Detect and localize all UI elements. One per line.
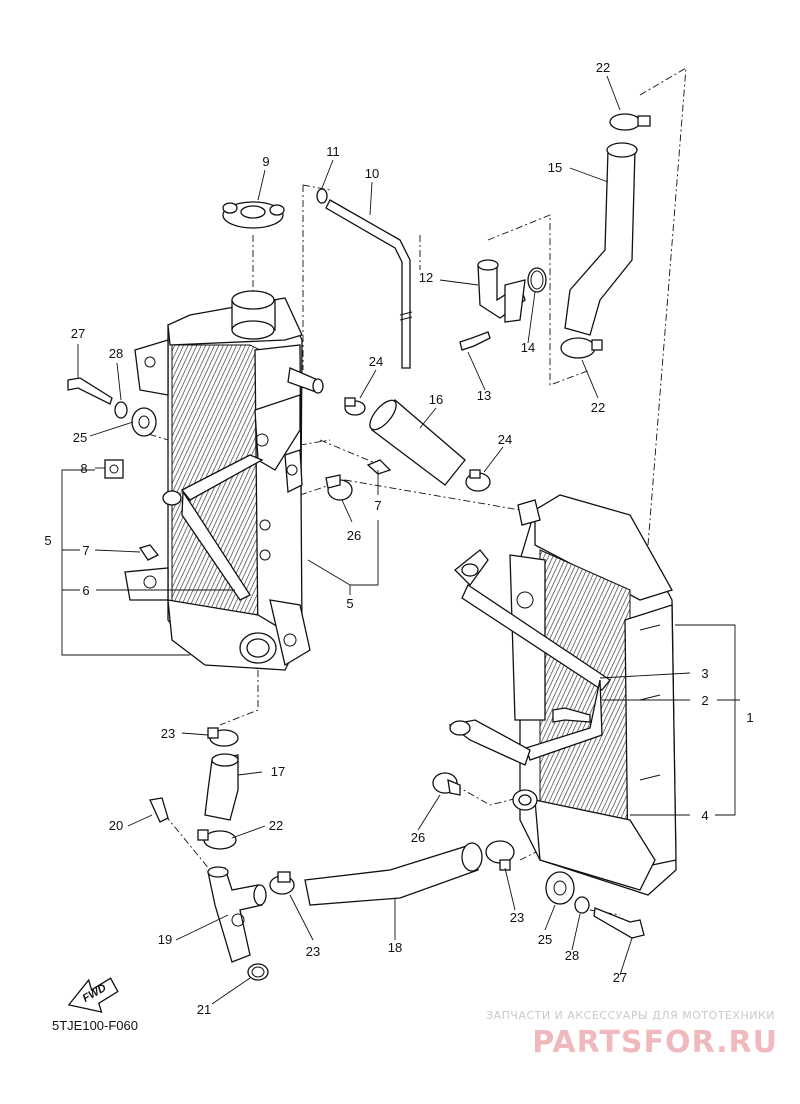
callout-17: 17	[271, 764, 285, 779]
clip-11	[316, 188, 328, 204]
diagram-code: 5TJE100-F060	[52, 1018, 138, 1033]
overflow-hose-10	[325, 199, 413, 369]
callout-7: 7	[82, 543, 89, 558]
callout-3: 3	[701, 666, 708, 681]
watermark-brand: PARTSFOR.RU	[532, 1025, 778, 1060]
bolt-2	[552, 707, 591, 723]
radiator-pipe-left	[162, 454, 264, 601]
callout-13: 13	[477, 388, 491, 403]
callout-23: 23	[161, 726, 175, 741]
callout-22: 22	[591, 400, 605, 415]
callout-1: 1	[746, 710, 753, 725]
hose-17	[204, 753, 239, 821]
callout-22: 22	[269, 818, 283, 833]
callout-26: 26	[347, 528, 361, 543]
callout-6: 6	[82, 583, 89, 598]
callout-28: 28	[109, 346, 123, 361]
callout-26: 26	[411, 830, 425, 845]
callout-21: 21	[197, 1002, 211, 1017]
callout-18: 18	[388, 940, 402, 955]
callout-25: 25	[73, 430, 87, 445]
collar-26-lower	[432, 772, 461, 796]
bolt-20	[149, 797, 169, 823]
hose-18	[304, 842, 483, 906]
pipe-19	[207, 866, 267, 963]
callout-27: 27	[71, 326, 85, 341]
hose-clamp-23-right	[485, 840, 515, 871]
callout-5: 5	[44, 533, 51, 548]
nut-8	[104, 459, 124, 479]
hose-clamp-22-top	[609, 113, 651, 131]
bolt-27-right	[593, 907, 645, 939]
callout-25: 25	[538, 932, 552, 947]
callout-27: 27	[613, 970, 627, 985]
leader-lines	[61, 75, 740, 1005]
right-radiator	[509, 494, 677, 896]
callout-19: 19	[158, 932, 172, 947]
callout-labels: 22 15 11 10 9 12 14 13 22 27 28 24 16 25…	[44, 60, 753, 1017]
bolt-27-left	[67, 377, 113, 405]
pipe-12	[477, 259, 526, 323]
o-ring-14	[527, 267, 547, 293]
grommet-25-left	[131, 407, 157, 437]
callout-7: 7	[374, 498, 381, 513]
hose-clamp-23-upper	[207, 727, 239, 747]
watermark-tagline: ЗАПЧАСТИ И АКСЕССУАРЫ ДЛЯ МОТОТЕХНИКИ	[486, 1009, 775, 1022]
callout-15: 15	[548, 160, 562, 175]
radiator-hose-15	[564, 142, 638, 336]
callout-9: 9	[262, 154, 269, 169]
hose-clamp-23-left	[269, 871, 295, 895]
callout-4: 4	[701, 808, 708, 823]
callout-23: 23	[306, 944, 320, 959]
callout-20: 20	[109, 818, 123, 833]
hose-clamp-22-low	[197, 829, 237, 850]
callout-16: 16	[429, 392, 443, 407]
hose-clamp-22-mid	[560, 337, 603, 359]
bolt-13	[459, 331, 491, 351]
callout-2: 2	[701, 693, 708, 708]
callout-22: 22	[596, 60, 610, 75]
bolt-7-right	[366, 459, 392, 475]
callout-24: 24	[498, 432, 512, 447]
o-ring-21	[247, 963, 269, 981]
callout-28: 28	[565, 948, 579, 963]
callout-11: 11	[326, 144, 340, 159]
grommet-25-right	[545, 871, 575, 905]
fwd-arrow-icon	[67, 977, 119, 1013]
bolt-7-left	[138, 544, 160, 561]
callout-23: 23	[510, 910, 524, 925]
collar-28-right	[574, 896, 590, 914]
hose-clamp-24-b	[465, 469, 491, 492]
callout-24: 24	[369, 354, 383, 369]
radiator-pipe-right	[448, 549, 611, 766]
radiator-cap-9	[222, 201, 285, 229]
left-radiator	[124, 290, 324, 671]
collar-28-left	[114, 401, 128, 419]
callout-5: 5	[346, 596, 353, 611]
collar-26-upper	[325, 474, 353, 501]
callout-8: 8	[80, 461, 87, 476]
callout-14: 14	[521, 340, 535, 355]
hose-clamp-24-a	[344, 397, 366, 416]
callout-10: 10	[365, 166, 379, 181]
hose-16	[369, 399, 466, 486]
callout-12: 12	[419, 270, 433, 285]
